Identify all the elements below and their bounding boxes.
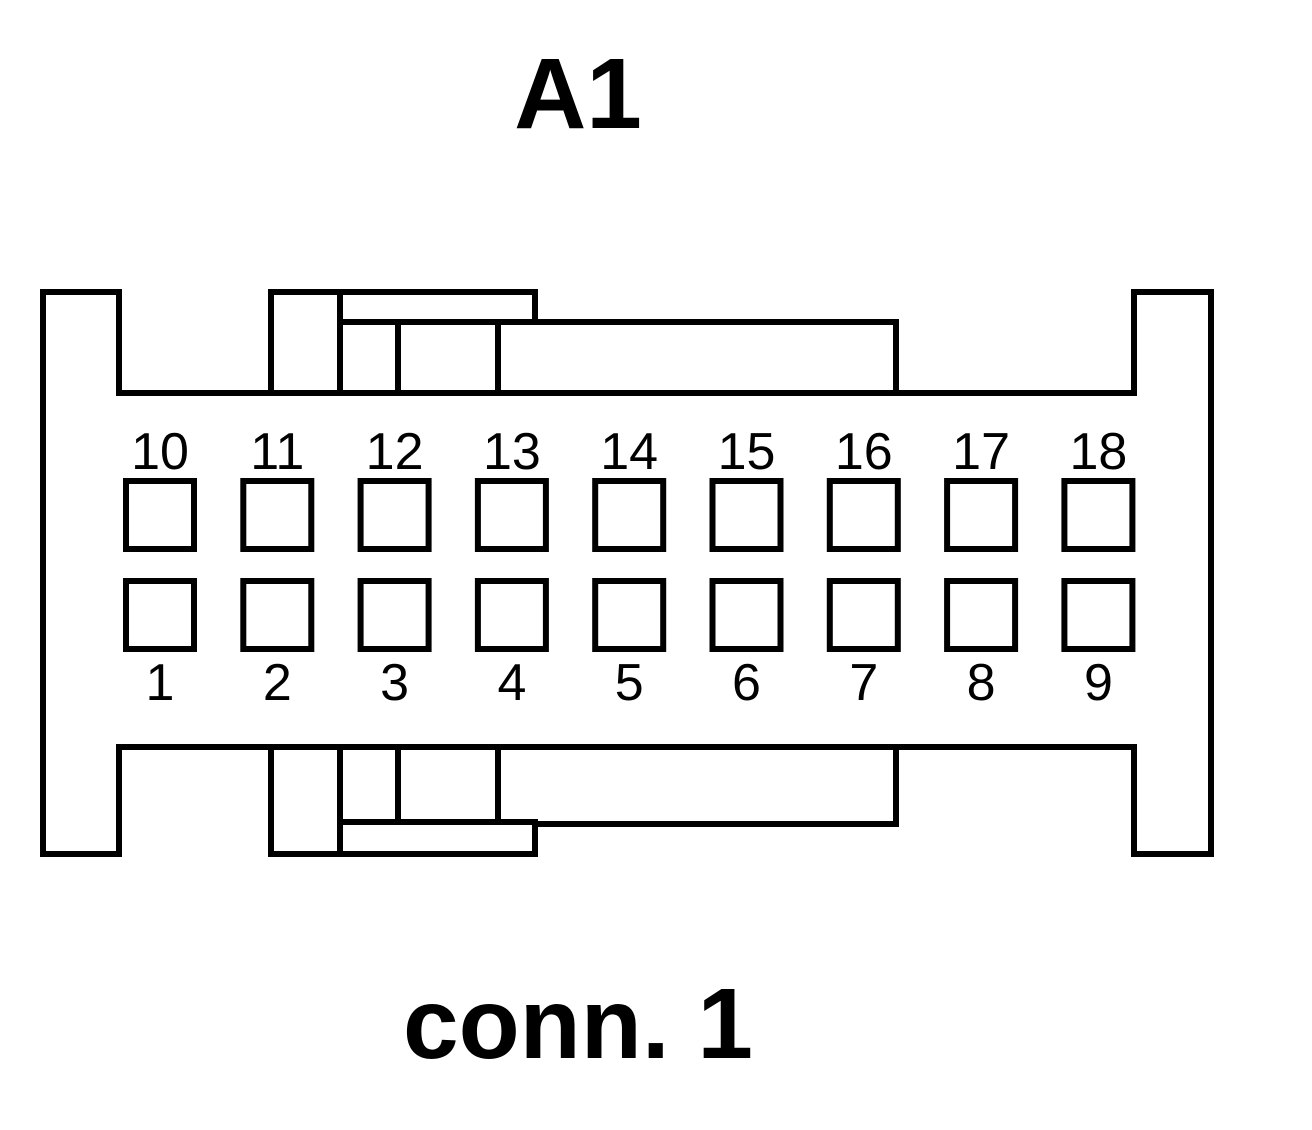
pin-label-3: 3: [380, 654, 409, 712]
connector-housing: [40, 289, 1214, 857]
pin-cavity-13: [474, 478, 549, 552]
pin-cavity-12: [357, 478, 432, 552]
pin-cavity-14: [592, 478, 667, 552]
pin-cavity-2: [240, 578, 315, 652]
connector-caption: conn. 1: [403, 968, 753, 1080]
pin-label-7: 7: [849, 654, 878, 712]
pin-cavity-8: [944, 578, 1019, 652]
pin-label-1: 1: [146, 654, 175, 712]
pin-label-15: 15: [718, 423, 776, 481]
pin-label-10: 10: [131, 423, 189, 481]
housing-outline: [40, 289, 1214, 857]
top-latch: [268, 289, 899, 396]
pin-label-6: 6: [732, 654, 761, 712]
pin-label-9: 9: [1084, 654, 1113, 712]
pin-cavity-16: [826, 478, 901, 552]
pin-label-2: 2: [263, 654, 292, 712]
pin-cavity-6: [709, 578, 784, 652]
pin-label-11: 11: [250, 423, 304, 481]
pin-cavity-17: [944, 478, 1019, 552]
pin-label-18: 18: [1069, 423, 1127, 481]
pin-cavity-7: [826, 578, 901, 652]
pin-label-4: 4: [497, 654, 526, 712]
pin-label-14: 14: [600, 423, 658, 481]
pin-label-13: 13: [483, 423, 541, 481]
pin-cavity-11: [240, 478, 315, 552]
pin-row-bottom: 1 2 3 4 5 6 7 8 9: [123, 578, 1136, 712]
pin-cavity-4: [474, 578, 549, 652]
pin-row-top: 10 11 12 13 14 15 16 17 18: [123, 423, 1136, 552]
pin-label-16: 16: [835, 423, 893, 481]
pin-cavity-3: [357, 578, 432, 652]
pin-cavity-1: [123, 578, 197, 652]
pin-cavity-10: [123, 478, 197, 552]
pin-cavity-15: [709, 478, 784, 552]
pin-cavity-9: [1061, 578, 1136, 652]
pin-cavity-5: [592, 578, 667, 652]
pin-label-5: 5: [615, 654, 644, 712]
pin-label-8: 8: [967, 654, 996, 712]
pin-label-12: 12: [366, 423, 424, 481]
pin-label-17: 17: [952, 423, 1010, 481]
pin-cavity-18: [1061, 478, 1136, 552]
bottom-latch: [268, 744, 899, 857]
connector-title: A1: [514, 38, 642, 150]
